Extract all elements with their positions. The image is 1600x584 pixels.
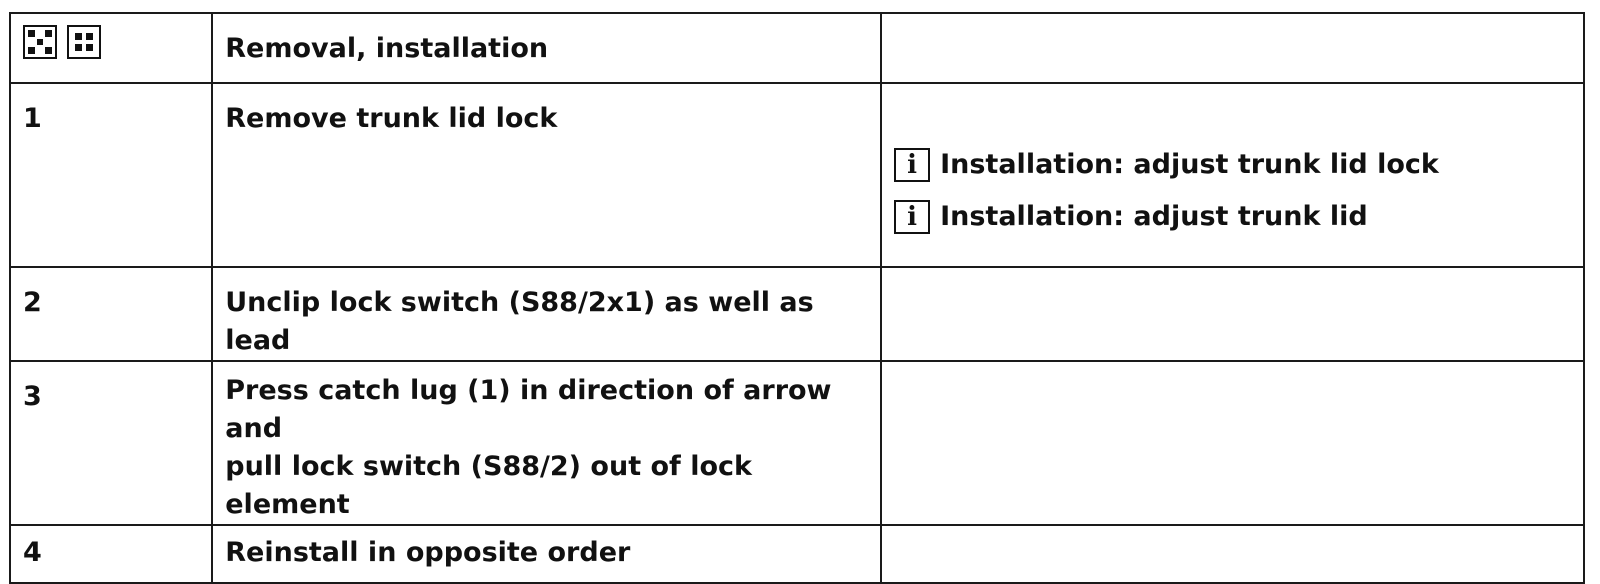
step-number-cell: 2	[8, 266, 214, 362]
page-title: Removal, installation	[225, 33, 549, 64]
step-number-cell: 3	[8, 360, 214, 526]
step-text-line: pull lock switch (S88/2) out of lock ele…	[225, 451, 752, 520]
step-notes-cell	[880, 524, 1585, 584]
info-icon: i	[894, 148, 931, 182]
info-note-text: : adjust trunk lid	[1113, 201, 1368, 232]
table-row: 3 Press catch lug (1) in direction of ar…	[8, 360, 1585, 526]
step-number: 4	[23, 537, 42, 568]
step-number: 3	[23, 381, 42, 412]
table-row: 2 Unclip lock switch (S88/2x1) as well a…	[8, 266, 1585, 362]
step-number-cell: 1	[8, 82, 214, 268]
step-text-line: Press catch lug (1) in direction of arro…	[225, 375, 832, 444]
step-text-cell: Remove trunk lid lock	[211, 82, 883, 268]
info-note: i Installation: adjust trunk lid lock	[894, 146, 1583, 184]
procedure-table: Removal, installation 1 Remove trunk lid…	[8, 12, 1585, 584]
header-title-cell: Removal, installation	[211, 12, 883, 84]
table-header-row: Removal, installation	[8, 12, 1585, 84]
step-number-cell: 4	[8, 524, 214, 584]
disassemble-icon	[23, 25, 57, 59]
step-text: Reinstall in opposite order	[225, 537, 631, 568]
header-notes-cell	[880, 12, 1585, 84]
assemble-icon	[67, 25, 101, 59]
step-notes-cell	[880, 266, 1585, 362]
table-row: 4 Reinstall in opposite order	[8, 524, 1585, 584]
step-text: Press catch lug (1) in direction of arro…	[213, 362, 880, 524]
document-page: Removal, installation 1 Remove trunk lid…	[8, 12, 1585, 584]
table-row: 1 Remove trunk lid lock i Installation: …	[8, 82, 1585, 268]
step-text: Remove trunk lid lock	[225, 103, 558, 134]
header-icon-cell	[8, 12, 214, 84]
step-notes-cell	[880, 360, 1585, 526]
info-icon: i	[894, 200, 931, 234]
step-text: Unclip lock switch (S88/2x1) as well as …	[225, 287, 814, 356]
step-text-cell: Reinstall in opposite order	[211, 524, 883, 584]
step-number: 2	[23, 287, 42, 318]
step-text-cell: Press catch lug (1) in direction of arro…	[211, 360, 883, 526]
info-note: i Installation: adjust trunk lid	[894, 198, 1583, 236]
info-note-label: Installation	[940, 149, 1114, 180]
step-text-cell: Unclip lock switch (S88/2x1) as well as …	[211, 266, 883, 362]
step-notes-cell: i Installation: adjust trunk lid lock i …	[880, 82, 1585, 268]
info-note-text: : adjust trunk lid lock	[1113, 149, 1439, 180]
info-note-label: Installation	[940, 201, 1114, 232]
step-number: 1	[23, 103, 42, 134]
